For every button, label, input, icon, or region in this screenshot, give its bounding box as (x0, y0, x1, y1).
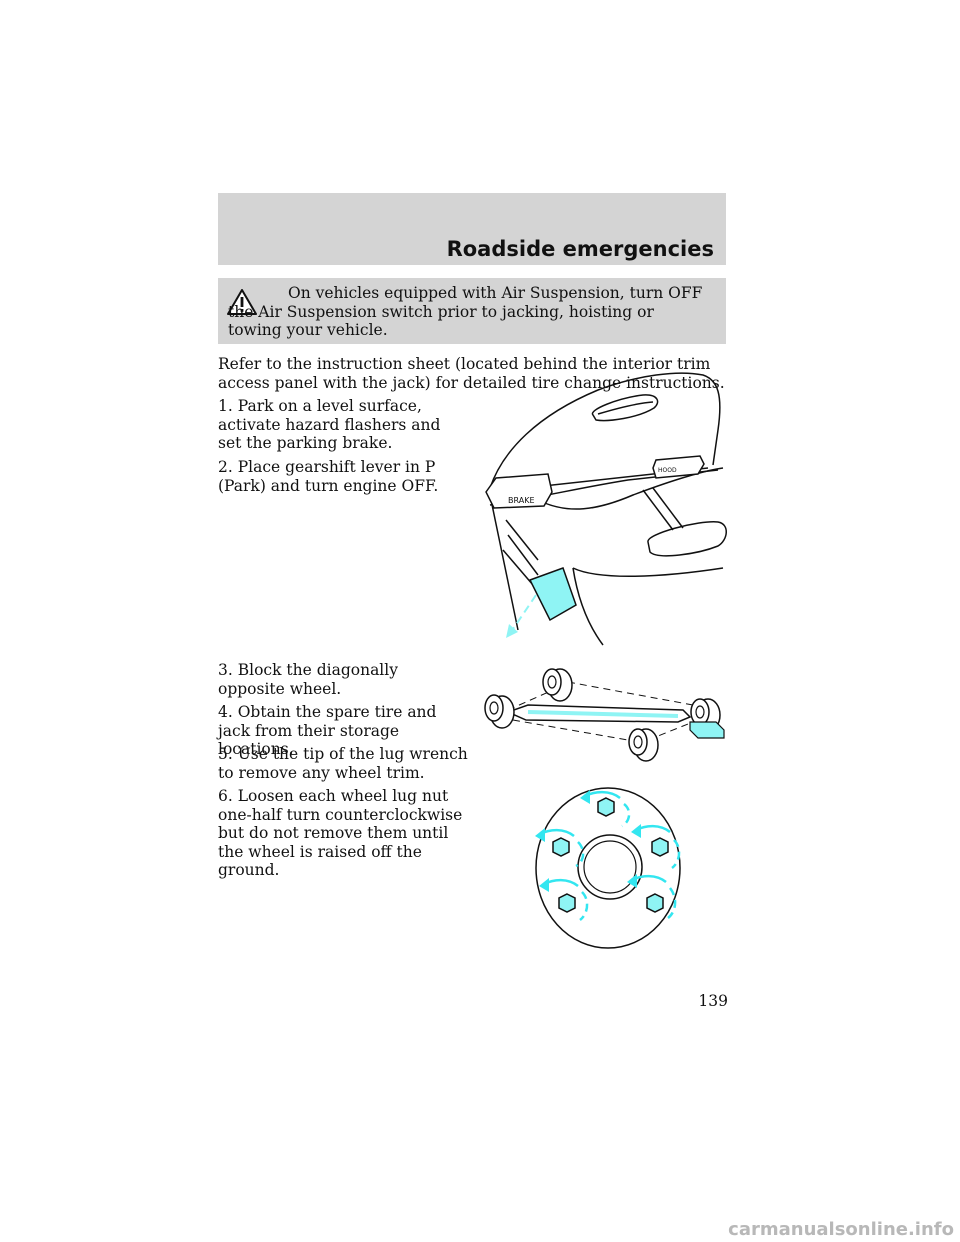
page-number: 139 (698, 992, 728, 1010)
step-4: 4. Obtain the spare tire and jack from t… (218, 703, 437, 758)
wheel-block-illustration (484, 668, 725, 762)
intro-paragraph: Refer to the instruction sheet (located … (218, 355, 725, 392)
lug-nut (597, 797, 615, 817)
wheel (484, 694, 515, 729)
brake-label: BRAKE (508, 496, 535, 505)
wheel-chock (689, 721, 725, 739)
brake-handle: BRAKE (485, 473, 553, 509)
step-5: 5. Use the tip of the lug wrench to remo… (218, 745, 468, 782)
warning-triangle-icon (227, 289, 257, 315)
section-title: Roadside emergencies (446, 237, 714, 261)
hood-label: HOOD (658, 467, 677, 474)
parking-brake-illustration: BRAKE HOOD (485, 372, 727, 646)
lug-nut (558, 893, 576, 913)
step-3: 3. Block the diagonally opposite wheel. (218, 661, 398, 698)
lug-nut (646, 893, 664, 913)
lug-nut-illustration (535, 787, 681, 949)
watermark: carmanualsonline.info (728, 1219, 954, 1240)
section-header: Roadside emergencies (218, 193, 726, 265)
brake-pedal (528, 567, 577, 622)
step-1: 1. Park on a level surface, activate haz… (218, 397, 441, 452)
arrow-icon (506, 624, 518, 638)
hood-release: HOOD (652, 455, 705, 479)
lug-nut (552, 837, 570, 857)
warning-box: On vehicles equipped with Air Suspension… (218, 278, 726, 344)
wheel (628, 728, 659, 762)
arrow-icon (535, 790, 641, 892)
step-6: 6. Loosen each wheel lug nut one-half tu… (218, 787, 463, 879)
step-2: 2. Place gearshift lever in P (Park) and… (218, 458, 439, 495)
warning-text: On vehicles equipped with Air Suspension… (228, 284, 703, 339)
lug-nut (651, 837, 669, 857)
wheel (542, 668, 573, 702)
